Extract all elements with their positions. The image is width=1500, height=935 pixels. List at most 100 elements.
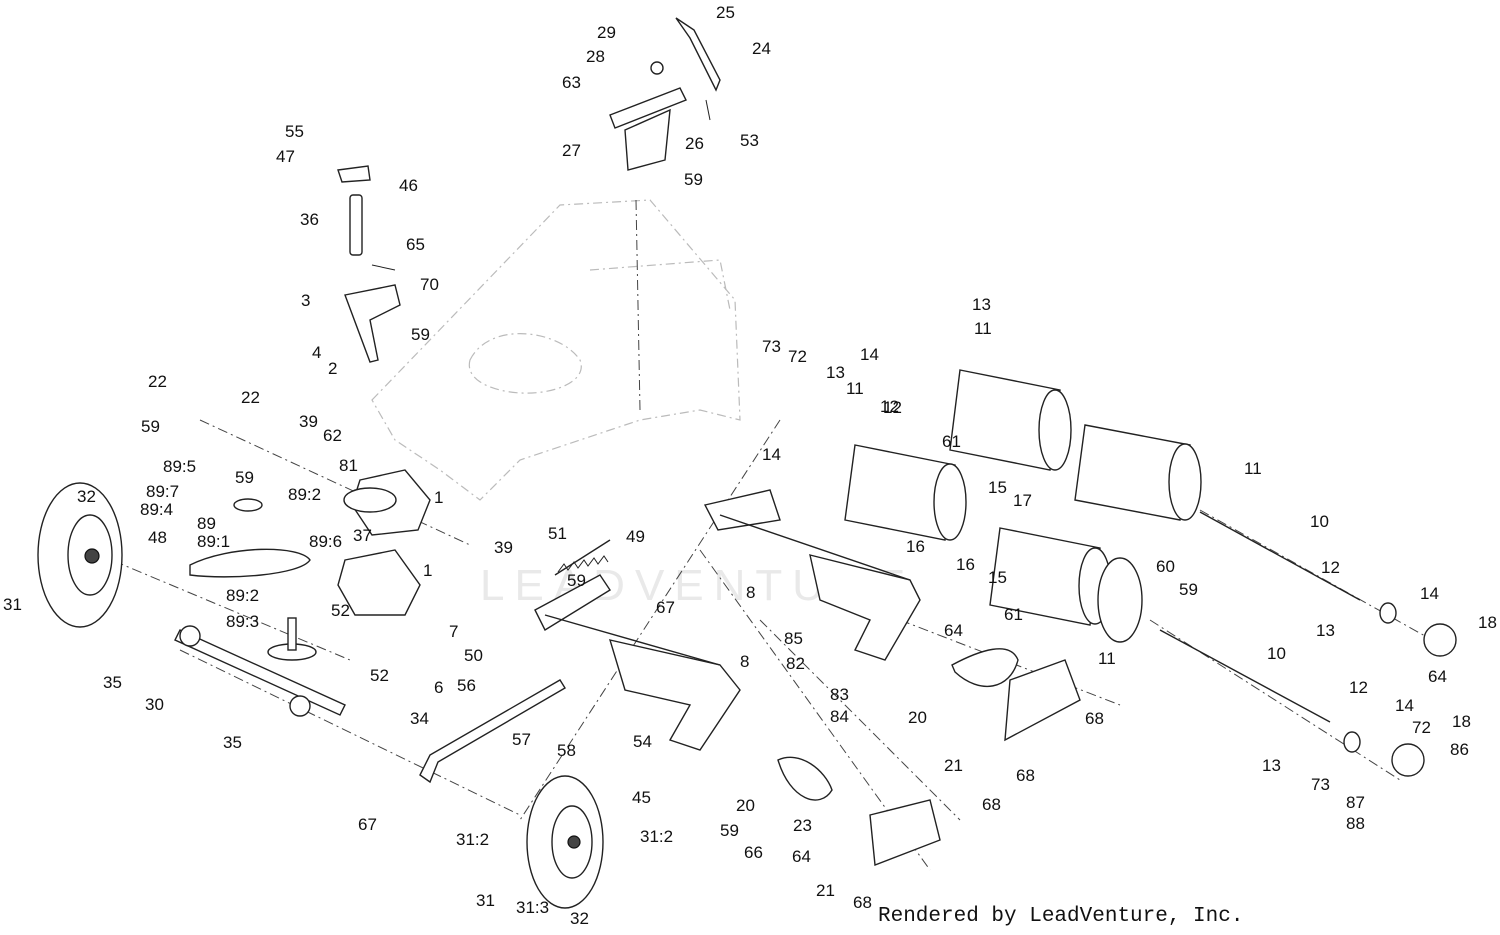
callout-11: 11 [846,379,864,398]
callout-81: 81 [339,456,358,475]
callout-68: 68 [1016,766,1035,785]
roller-frame-front [534,574,741,751]
height-adjust-lever-assembly [609,17,721,171]
callout-46: 46 [399,176,418,195]
callout-17: 17 [1013,491,1032,510]
rear-axle [174,625,346,717]
callout-13: 13 [1316,621,1335,640]
callout-14: 14 [860,345,879,364]
callout-18: 18 [1452,712,1471,731]
callout-31:3: 31:3 [516,898,549,917]
callout-70: 70 [420,275,439,294]
callout-32: 32 [570,909,589,928]
callout-48: 48 [148,528,167,547]
callout-64: 64 [792,847,811,866]
callout-14: 14 [762,445,781,464]
callout-10: 10 [1267,644,1286,663]
callout-35: 35 [103,673,122,692]
assembly-dash-lines [39,199,1451,871]
drive-belt-and-pulley [189,498,317,661]
callout-89:3: 89:3 [226,612,259,631]
callout-37: 37 [353,526,372,545]
roller-lower [989,527,1143,643]
callout-31:2: 31:2 [456,830,489,849]
callout-8: 8 [746,583,755,602]
callout-49: 49 [626,527,645,546]
callout-61: 61 [1004,605,1023,624]
callout-31: 31 [3,595,22,614]
callout-12: 12 [1321,558,1340,577]
callout-57: 57 [512,730,531,749]
callout-89:2: 89:2 [226,586,259,605]
callout-61: 61 [942,432,961,451]
callout-82: 82 [786,654,805,673]
drive-chains [777,648,1019,801]
callout-68: 68 [982,795,1001,814]
callout-31:2: 31:2 [640,827,673,846]
callout-10: 10 [1310,512,1329,531]
callout-59: 59 [411,325,430,344]
callout-35: 35 [223,733,242,752]
render-credit: Rendered by LeadVenture, Inc. [878,905,1243,928]
roller-upper [949,369,1202,521]
callout-89:4: 89:4 [140,500,173,519]
callout-58: 58 [557,741,576,760]
callout-11: 11 [1244,459,1262,478]
callout-29: 29 [597,23,616,42]
callout-51: 51 [548,524,567,543]
callout-89:2: 89:2 [288,485,321,504]
sprockets [1343,602,1457,777]
callout-60: 60 [1156,557,1175,576]
callout-64: 64 [1428,667,1447,686]
callout-27: 27 [562,141,581,160]
callout-11: 11 [1098,649,1116,668]
callout-68: 68 [1085,709,1104,728]
shafts [1159,511,1361,723]
callout-59: 59 [235,468,254,487]
callout-4: 4 [312,343,321,362]
callout-72: 72 [788,347,807,366]
callout-30: 30 [145,695,164,714]
roller-middle [844,444,967,541]
callout-13: 13 [972,295,991,314]
callout-59: 59 [720,821,739,840]
callout-88: 88 [1346,814,1365,833]
callout-68: 68 [853,893,872,912]
callout-56: 56 [457,676,476,695]
callout-89:7: 89:7 [146,482,179,501]
callout-73: 73 [1311,775,1330,794]
callout-31: 31 [476,891,495,910]
callout-89:5: 89:5 [163,457,196,476]
mower-deck-ghost-outline [371,199,741,501]
callout-22: 22 [241,388,260,407]
callout-52: 52 [331,601,350,620]
transmission-upper [343,469,431,536]
callout-20: 20 [908,708,927,727]
callout-62: 62 [323,426,342,445]
callout-7: 7 [449,622,458,641]
callout-52: 52 [370,666,389,685]
wheel-right [526,775,604,909]
callout-59: 59 [141,417,160,436]
callout-18: 18 [1478,613,1497,632]
chain-guards [869,659,1081,866]
callout-8: 8 [740,652,749,671]
transmission-lower [337,549,421,616]
callout-53: 53 [740,131,759,150]
callout-12: 12 [880,397,899,416]
callout-15: 15 [988,568,1007,587]
callout-39: 39 [299,412,318,431]
callout-11: 11 [974,319,992,338]
control-arm-assembly [337,165,401,363]
callout-14: 14 [1420,584,1439,603]
extension-spring [554,539,611,576]
callout-23: 23 [793,816,812,835]
link-rod [419,679,566,784]
callout-25: 25 [716,3,735,22]
callout-28: 28 [586,47,605,66]
wheel-left [37,482,123,628]
callout-64: 64 [944,621,963,640]
callout-2: 2 [328,359,337,378]
callout-24: 24 [752,39,771,58]
